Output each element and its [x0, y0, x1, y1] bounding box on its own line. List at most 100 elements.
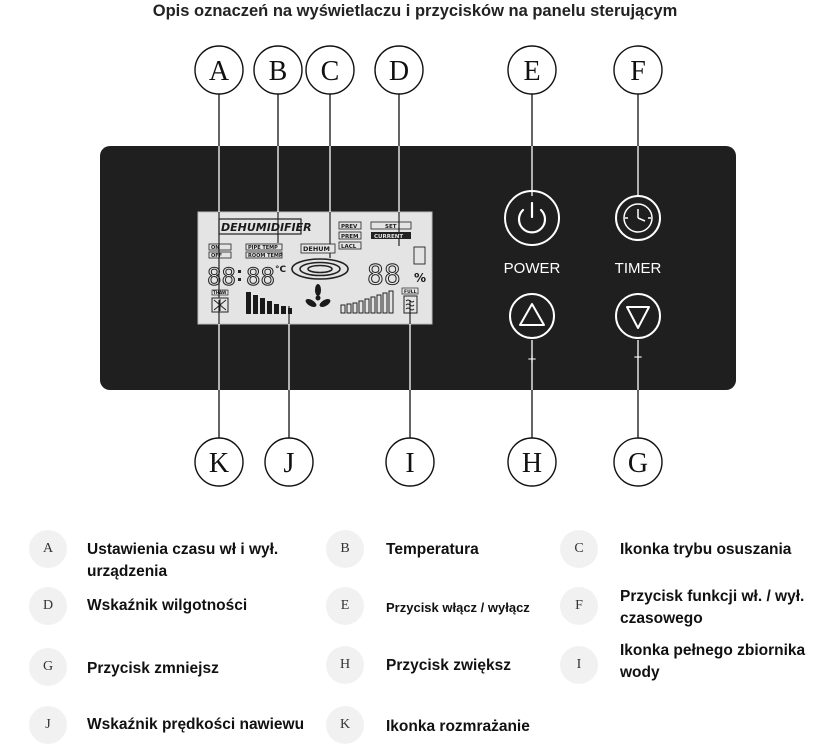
fan-speed-bar-4 [267, 301, 272, 314]
legend-circle-i: I [560, 646, 598, 684]
timer-button-label: TIMER [615, 260, 662, 277]
decrease-button[interactable] [615, 293, 661, 339]
lcd-dehumidifier-label: DEHUMIDIFIER [221, 221, 312, 234]
lcd-room-temp-box [245, 251, 283, 259]
lcd-set-label: SET [385, 224, 397, 230]
power-button-label: POWER [504, 260, 561, 277]
callout-circle-i [385, 437, 435, 487]
lcd-lacl-box [338, 241, 362, 250]
triangle-up-icon [519, 303, 545, 326]
legend-text-i: Ikonka pełnego zbiornika wody [620, 642, 806, 681]
legend-text-f: Przycisk funkcji wł. / wył. czasowego [620, 588, 805, 627]
increase-button-label: + [528, 351, 537, 368]
callout-circle-d [374, 45, 424, 95]
callout-label-g: G [628, 448, 648, 479]
lcd-full-box [401, 287, 419, 295]
lcd-humidity-digits: 88 [367, 258, 401, 291]
timer-button[interactable] [615, 195, 661, 241]
increase-button[interactable] [509, 293, 555, 339]
callout-circle-a [194, 45, 244, 95]
legend-text-h: Przycisk zwiększ [386, 657, 511, 674]
lcd-prev-box [338, 221, 362, 230]
callout-circle-h [507, 437, 557, 487]
defrost-icon [211, 297, 229, 313]
legend-circle-h: H [326, 646, 364, 684]
lcd-lacl-label: LACL [341, 244, 357, 250]
lcd-temp-digits: 88 [246, 263, 275, 291]
lcd-off-box [208, 251, 232, 259]
legend-circle-b: B [326, 530, 364, 568]
lcd-dehumidifier-box [218, 218, 302, 235]
full-tank-icon [403, 295, 418, 314]
legend-text-d: Wskaźnik wilgotności [87, 597, 248, 614]
callout-label-a: A [209, 56, 230, 87]
legend-circle-a: A [29, 530, 67, 568]
lcd-on-box [208, 243, 232, 251]
lcd-celsius: °C [275, 265, 287, 275]
fan-speed-bar-7 [288, 308, 292, 314]
callout-label-h: H [522, 448, 542, 479]
decrease-button-label: − [634, 349, 643, 366]
callout-label-e: E [523, 56, 540, 87]
callout-circle-j [264, 437, 314, 487]
triangle-down-icon [626, 306, 650, 329]
lcd-thaw-box [211, 289, 229, 296]
humidity-level-bar-9 [388, 290, 394, 314]
callout-label-k: K [209, 448, 229, 479]
legend-text-b: Temperatura [386, 541, 479, 558]
humidity-level-bar-1 [340, 304, 346, 314]
legend-circle-k: K [326, 706, 364, 744]
lcd-percent: % [414, 271, 426, 285]
fan-speed-bar-3 [260, 298, 265, 314]
legend-text-g: Przycisk zmniejsz [87, 660, 219, 677]
callout-circle-e [507, 45, 557, 95]
fan-speed-bar-5 [274, 304, 279, 314]
lcd-current-box [371, 232, 411, 239]
callout-label-c: C [321, 56, 340, 87]
callout-label-d: D [389, 56, 409, 87]
lcd-pipe-temp-box [245, 243, 283, 251]
lcd-on-label: ON [211, 245, 219, 251]
control-panel-diagram: A B C D E F DEHUMIDIFIER PREV PREM [100, 45, 736, 487]
page-title: Opis oznaczeń na wyświetlaczu i przycisk… [152, 2, 678, 20]
power-button[interactable] [504, 190, 560, 246]
lcd-current-label: CURRENT [374, 234, 403, 240]
fan-speed-bar-6 [281, 306, 286, 314]
callout-circle-f [613, 45, 663, 95]
lcd-colon-top [238, 270, 241, 273]
lcd-full-label: FULL [404, 289, 417, 295]
lcd-thaw-label: THAW [213, 290, 227, 295]
legend-text-j: Wskaźnik prędkości nawiewu [87, 716, 305, 733]
power-icon [517, 201, 547, 234]
legend-circle-c: C [560, 530, 598, 568]
humidity-level-bar-3 [352, 302, 358, 314]
callout-circle-k [194, 437, 244, 487]
timer-clock-icon [623, 203, 653, 233]
humidity-level-bar-8 [382, 292, 388, 314]
fan-speed-bars [246, 292, 292, 314]
humidity-level-bar-4 [358, 300, 364, 314]
callout-circle-b [253, 45, 303, 95]
callout-label-f: F [630, 56, 646, 87]
callout-label-b: B [269, 56, 288, 87]
humidity-level-bar-5 [364, 298, 370, 314]
lcd-dehum-box [300, 243, 336, 254]
lcd-room-temp-label: ROOM TEMP [248, 253, 283, 259]
legend-text-c: Ikonka trybu osuszania [620, 541, 792, 558]
callout-label-i: I [405, 448, 414, 479]
humidity-level-bar-2 [346, 303, 352, 314]
legend-text-a: Ustawienia czasu wł i wył. urządzenia [87, 541, 279, 580]
humidity-level-bar-7 [376, 294, 382, 314]
leader-lines-on-panel [218, 146, 639, 390]
legend-circle-g: G [29, 648, 67, 686]
lcd-prem-box [338, 231, 362, 240]
lcd-humidity-extra-segment [413, 246, 426, 265]
legend-text-e: Przycisk włącz / wyłącz [386, 600, 530, 615]
lcd-prev-label: PREV [341, 224, 358, 230]
legend-text-k: Ikonka rozmrażanie [386, 718, 530, 735]
fan-icon [305, 284, 331, 307]
lcd-dehum-label: DEHUM [303, 245, 330, 253]
lcd-colon-bottom [238, 278, 241, 281]
callout-circle-g [613, 437, 663, 487]
legend-circle-e: E [326, 587, 364, 625]
